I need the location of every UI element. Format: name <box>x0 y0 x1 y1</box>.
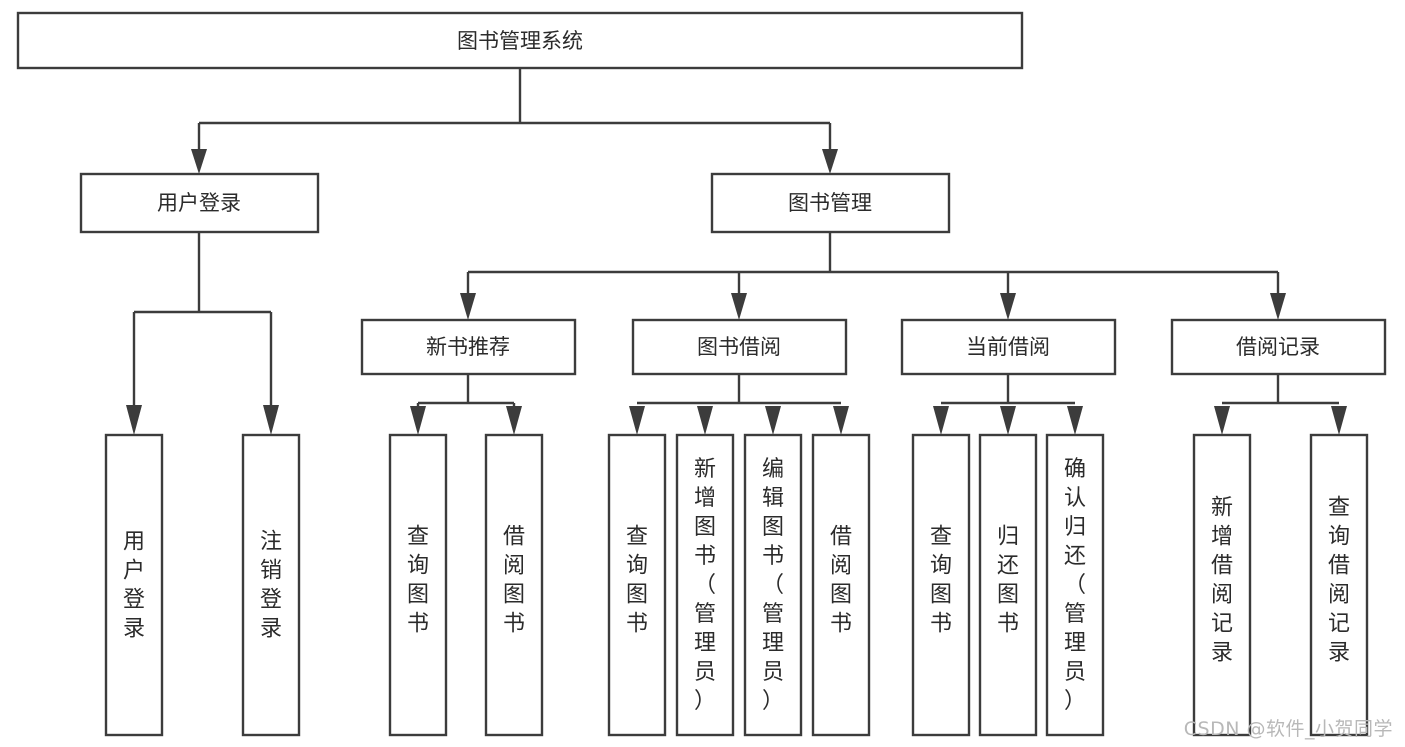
leaf-rc-add-record-label: 新增借阅记录 <box>1211 496 1233 666</box>
leaf-bw-add-book[interactable]: 新增图书（管理员） <box>675 433 735 737</box>
node-book-borrow[interactable]: 图书借阅 <box>631 318 848 376</box>
node-new-book-recommend-label: 新书推荐 <box>426 335 510 359</box>
arrow-head-bw-edit <box>765 406 781 435</box>
leaf-cb-query-book[interactable]: 查询图书 <box>911 433 971 737</box>
node-borrow-record-label: 借阅记录 <box>1236 335 1320 359</box>
leaf-logout-label: 注销登录 <box>260 530 282 642</box>
node-user-login-box[interactable] <box>79 172 320 234</box>
node-new-book-recommend[interactable]: 新书推荐 <box>360 318 577 376</box>
leaf-bw-query-book-box[interactable] <box>607 433 667 737</box>
leaf-bw-query-book-label: 查询图书 <box>626 525 648 637</box>
leaf-nb-borrow-book-box[interactable] <box>484 433 544 737</box>
leaf-rc-add-record[interactable]: 新增借阅记录 <box>1192 433 1252 737</box>
node-book-management[interactable]: 图书管理 <box>710 172 951 234</box>
leaf-bw-edit-book-box[interactable] <box>743 433 803 737</box>
leaf-nb-borrow-book-label: 借阅图书 <box>503 525 525 637</box>
leaf-bw-add-book-label: 新增图书（管理员） <box>694 457 716 714</box>
connectors <box>126 68 1347 435</box>
leaf-logout-box[interactable] <box>241 433 301 737</box>
leaf-cb-return-book-box[interactable] <box>978 433 1038 737</box>
leaf-rc-add-record-box[interactable] <box>1192 433 1252 737</box>
arrow-head-rc-query <box>1331 406 1347 435</box>
arrow-head-cb-query <box>933 406 949 435</box>
node-book-management-label: 图书管理 <box>788 191 872 215</box>
arrow-head-leaf-logout <box>263 405 279 435</box>
arrow-head-borrow <box>731 293 747 320</box>
node-book-borrow-label: 图书借阅 <box>697 335 781 359</box>
leaf-cb-confirm-return[interactable]: 确认归还（管理员） <box>1045 433 1105 737</box>
arrow-head-new-book <box>460 293 476 320</box>
node-new-book-recommend-box[interactable] <box>360 318 577 376</box>
node-user-login[interactable]: 用户登录 <box>79 172 320 234</box>
leaf-user-login[interactable]: 用户登录 <box>104 433 164 737</box>
node-borrow-record-box[interactable] <box>1170 318 1387 376</box>
leaf-user-login-box[interactable] <box>104 433 164 737</box>
node-borrow-record[interactable]: 借阅记录 <box>1170 318 1387 376</box>
node-root[interactable]: 图书管理系统 <box>16 11 1024 70</box>
arrow-head-user-login <box>191 149 207 174</box>
node-user-login-label: 用户登录 <box>157 191 241 215</box>
leaf-bw-query-book[interactable]: 查询图书 <box>607 433 667 737</box>
leaf-bw-edit-book[interactable]: 编辑图书（管理员） <box>743 433 803 737</box>
leaf-nb-query-book-label: 查询图书 <box>407 525 429 637</box>
leaf-cb-query-book-box[interactable] <box>911 433 971 737</box>
leaf-user-login-label: 用户登录 <box>123 530 145 642</box>
arrow-head-cb-return <box>1000 406 1016 435</box>
leaf-logout[interactable]: 注销登录 <box>241 433 301 737</box>
leaf-cb-return-book-label: 归还图书 <box>997 525 1019 637</box>
arrow-head-cb-confirm <box>1067 406 1083 435</box>
arrow-head-current <box>1000 293 1016 320</box>
node-root-box[interactable] <box>16 11 1024 70</box>
node-current-borrow-box[interactable] <box>900 318 1117 376</box>
leaf-rc-query-record-label: 查询借阅记录 <box>1328 496 1350 666</box>
leaf-bw-borrow-book[interactable]: 借阅图书 <box>811 433 871 737</box>
arrow-head-rc-add <box>1214 406 1230 435</box>
leaf-rc-query-record-box[interactable] <box>1309 433 1369 737</box>
leaf-cb-confirm-return-box[interactable] <box>1045 433 1105 737</box>
node-book-borrow-box[interactable] <box>631 318 848 376</box>
leaf-nb-borrow-book[interactable]: 借阅图书 <box>484 433 544 737</box>
node-book-management-box[interactable] <box>710 172 951 234</box>
leaf-nb-query-book[interactable]: 查询图书 <box>388 433 448 737</box>
leaf-cb-return-book[interactable]: 归还图书 <box>978 433 1038 737</box>
arrow-head-bw-borrow <box>833 406 849 435</box>
leaf-cb-query-book-label: 查询图书 <box>930 525 952 637</box>
node-root-label: 图书管理系统 <box>457 29 583 53</box>
arrow-head-record <box>1270 293 1286 320</box>
arrow-head-leaf-user-login <box>126 405 142 435</box>
leaf-bw-borrow-book-label: 借阅图书 <box>830 525 852 637</box>
arrow-head-book-mgmt <box>822 149 838 174</box>
leaf-rc-query-record[interactable]: 查询借阅记录 <box>1309 433 1369 737</box>
leaf-bw-edit-book-label: 编辑图书（管理员） <box>762 457 784 714</box>
arrow-head-bw-query <box>629 406 645 435</box>
node-current-borrow-label: 当前借阅 <box>966 335 1050 359</box>
leaf-bw-borrow-book-box[interactable] <box>811 433 871 737</box>
arrow-head-nb-query <box>410 406 426 435</box>
leaf-nb-query-book-box[interactable] <box>388 433 448 737</box>
arrow-head-nb-borrow <box>506 406 522 435</box>
node-current-borrow[interactable]: 当前借阅 <box>900 318 1117 376</box>
leaf-cb-confirm-return-label: 确认归还（管理员） <box>1064 457 1086 714</box>
arrow-head-bw-add <box>697 406 713 435</box>
leaf-bw-add-book-box[interactable] <box>675 433 735 737</box>
